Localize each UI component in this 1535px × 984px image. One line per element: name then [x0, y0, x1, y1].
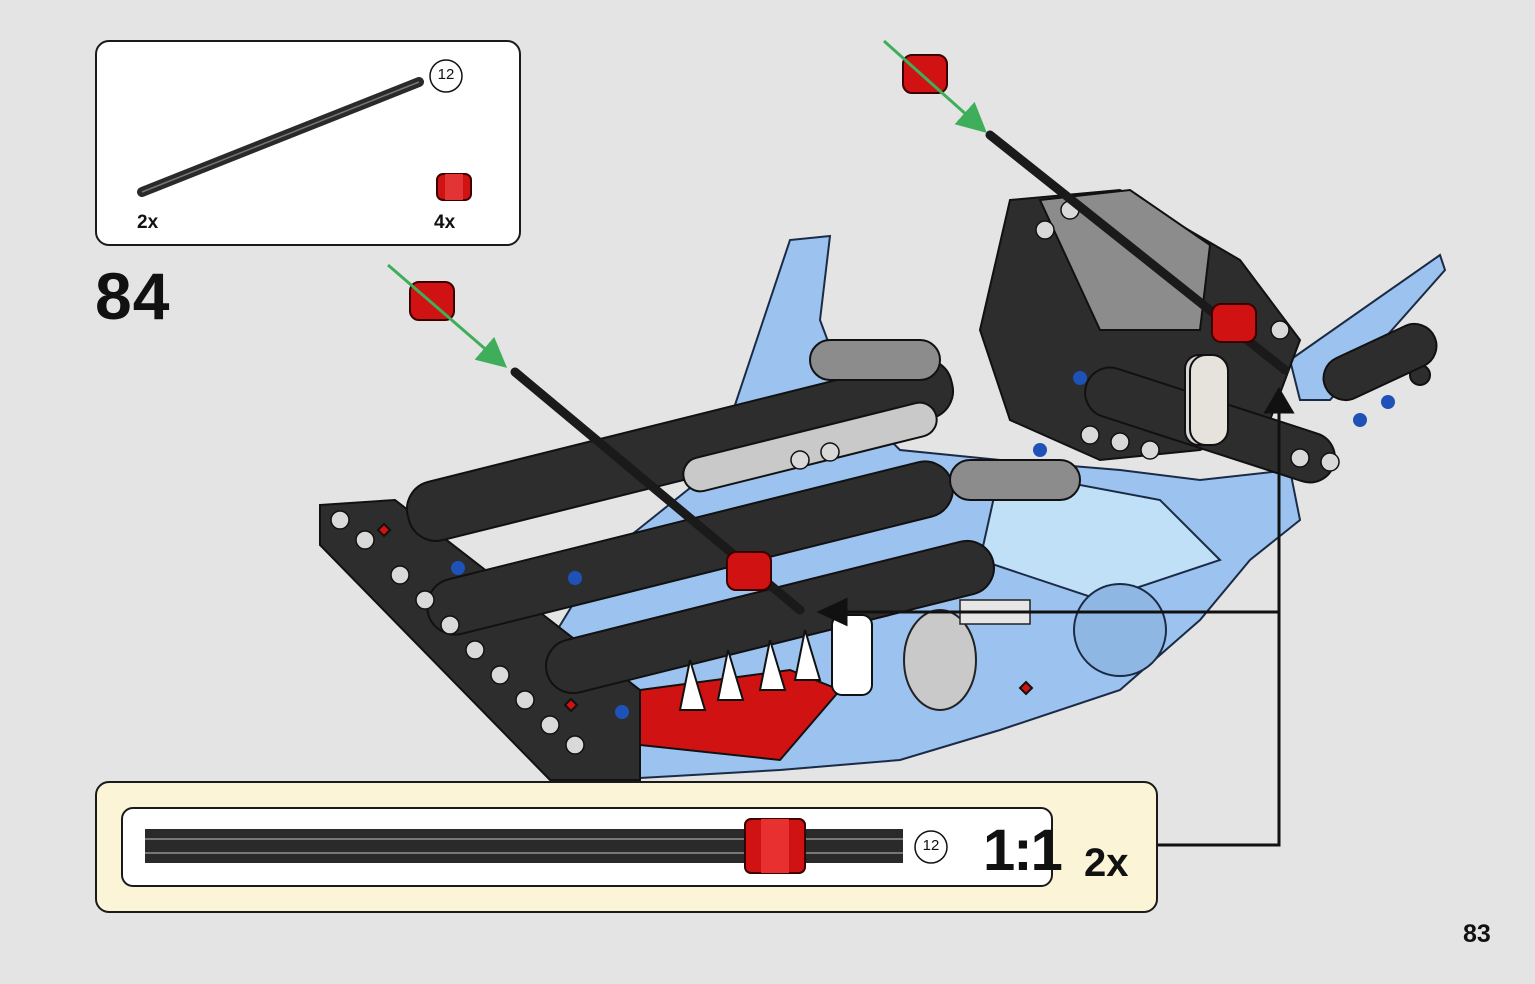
red-bushes — [409, 54, 1257, 591]
parts-list-box: 12 2x 4x — [95, 40, 521, 246]
axle-length-label: 12 — [437, 66, 455, 83]
insertion-arrows — [387, 39, 987, 368]
callout-quantity: 2x — [1084, 841, 1129, 885]
axle-scale-icon — [145, 818, 948, 874]
red-bush-part-icon — [436, 173, 472, 201]
scale-label: 1:1 — [983, 818, 1063, 883]
step-number: 84 — [95, 259, 171, 333]
callout-box: 12 1:1 2x — [95, 781, 1158, 913]
axle-quantity: 2x — [137, 212, 159, 233]
red-bush-quantity: 4x — [434, 212, 456, 233]
gray-parts — [682, 188, 1226, 501]
callout-scale-panel: 12 1:1 — [121, 807, 1063, 887]
shock-absorber — [1189, 354, 1229, 446]
beam-holes — [330, 200, 1340, 755]
callout-length-label: 12 — [922, 837, 940, 854]
white-cones — [678, 614, 873, 711]
axle-part-icon — [137, 59, 463, 197]
callout-pointer — [816, 387, 1295, 847]
blue-pins — [451, 371, 1395, 719]
page-number: 83 — [1463, 920, 1491, 948]
